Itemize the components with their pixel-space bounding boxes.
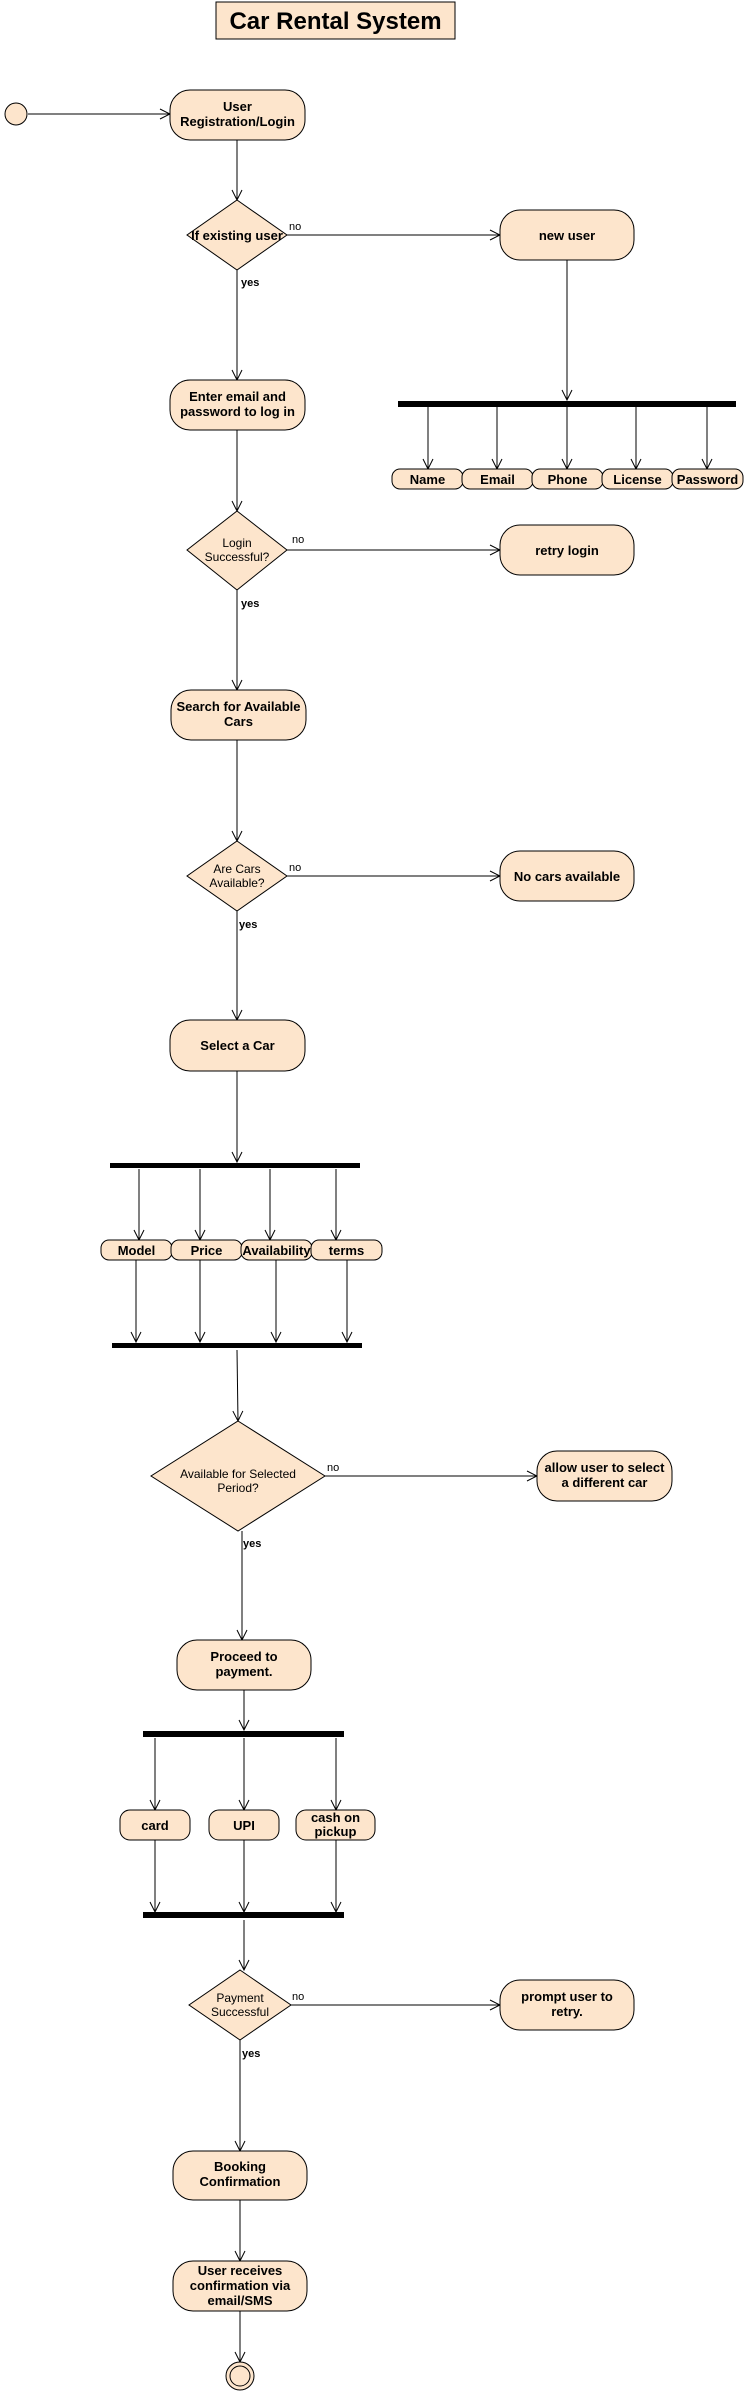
node-no-cars-available-line: No cars available [514,869,620,884]
start-node [4,102,28,126]
field-license-label: License [613,472,661,487]
decision-available-for-period-line: Period? [217,1481,259,1495]
diagram-title: Car Rental System [229,8,441,35]
field-phone-label: Phone [548,472,588,487]
node-retry-login: retry login [499,524,635,576]
node-enter-email-line: password to log in [180,404,295,419]
detail-availability-node: Availability [240,1239,313,1261]
decision-login-successful-line: Successful? [205,550,270,564]
fork-bar [143,1731,344,1737]
field-email-label: Email [480,472,515,487]
decision-are-cars-available-line: Are Cars [213,862,260,876]
decision-payment-successful-line: Payment [216,1991,264,2005]
node-enter-email-line: Enter email and [189,389,286,404]
detail-price-label: Price [191,1243,223,1258]
node-proceed-payment-line: Proceed to [210,1649,277,1664]
label-no: no [289,862,301,874]
decision-are-cars-available: Are Cars Available? [186,840,288,912]
label-no: no [292,534,304,546]
label-yes: yes [241,277,259,289]
node-new-user-line: new user [539,228,595,243]
detail-terms-node: terms [310,1239,383,1261]
node-prompt-retry-line: prompt user to [521,1989,613,2004]
payment-methods: card UPI cash on pickup [119,1809,376,1841]
node-booking-confirmation: Booking Confirmation [172,2150,308,2201]
label-yes: yes [239,919,257,931]
edge-join-to-period-check [237,1349,238,1421]
node-allow-different-car-line: a different car [562,1475,648,1490]
edge-labels: no yes no yes no yes no yes no yes [239,221,339,2060]
detail-terms-label: terms [329,1243,364,1258]
node-select-car: Select a Car [169,1019,306,1072]
fork-bar [110,1163,360,1168]
edges [28,114,707,2362]
node-allow-different-car-line: allow user to select [545,1460,666,1475]
node-proceed-payment-line: payment. [215,1664,272,1679]
payment-cash-label: pickup [315,1824,357,1839]
car-details: Model Price Availability terms [100,1239,383,1261]
label-no: no [327,1462,339,1474]
fork-bar [398,401,736,407]
label-yes: yes [242,2048,260,2060]
node-user-receives-line: User receives [198,2263,283,2278]
node-user-registration: User Registration/Login [169,89,306,141]
decision-available-for-period-line: Available for Selected [180,1467,296,1481]
field-name-node: Name [391,468,464,490]
node-prompt-retry: prompt user to retry. [499,1979,635,2031]
decision-available-for-period: Available for Selected Period? [150,1420,326,1532]
decision-payment-successful: Payment Successful [188,1969,292,2041]
payment-upi-node: UPI [208,1809,280,1841]
label-no: no [289,221,301,233]
label-yes: yes [243,1538,261,1550]
node-retry-login-line: retry login [535,543,599,558]
diagram-title-box [215,1,456,40]
node-select-car-line: Select a Car [200,1038,274,1053]
node-user-receives-line: email/SMS [207,2293,272,2308]
detail-availability-label: Availability [242,1243,311,1258]
label-yes: yes [241,598,259,610]
payment-cash-node: cash on pickup [295,1809,376,1841]
node-booking-confirmation-line: Confirmation [200,2174,281,2189]
node-user-registration-line: User [223,99,252,114]
node-enter-email: Enter email and password to log in [169,379,306,431]
field-phone-node: Phone [531,468,604,490]
node-search-cars: Search for Available Cars [170,689,307,741]
field-license-node: License [601,468,674,490]
node-no-cars-available: No cars available [499,850,635,902]
payment-upi-label: UPI [233,1818,255,1833]
payment-cash-label: cash on [311,1810,360,1825]
decision-login-successful: Login Successful? [186,510,288,591]
field-password-label: Password [677,472,738,487]
label-no: no [292,1991,304,2003]
node-new-user: new user [499,209,635,261]
payment-card-label: card [141,1818,169,1833]
node-prompt-retry-line: retry. [551,2004,583,2019]
node-user-registration-line: Registration/Login [180,114,295,129]
node-booking-confirmation-line: Booking [214,2159,266,2174]
detail-model-label: Model [118,1243,156,1258]
field-password-node: Password [671,468,744,490]
node-proceed-payment: Proceed to payment. [176,1639,312,1691]
decision-existing-user: If existing user [186,199,288,271]
field-name-label: Name [410,472,445,487]
end-node [225,2361,255,2391]
decision-existing-user-line: If existing user [191,228,283,243]
decision-are-cars-available-line: Available? [209,876,264,890]
join-bar [112,1343,362,1348]
node-user-receives: User receives confirmation via email/SMS [172,2260,308,2312]
field-email-node: Email [461,468,534,490]
detail-price-node: Price [170,1239,243,1261]
node-search-cars-line: Cars [224,714,253,729]
join-bar [143,1912,344,1918]
payment-card-node: card [119,1809,191,1841]
node-allow-different-car: allow user to select a different car [536,1450,673,1502]
node-search-cars-line: Search for Available [176,699,300,714]
detail-model-node: Model [100,1239,173,1261]
decision-payment-successful-line: Successful [211,2005,269,2019]
registration-fields: Name Email Phone License Password [391,468,744,490]
decision-login-successful-line: Login [222,536,251,550]
node-user-receives-line: confirmation via [190,2278,291,2293]
